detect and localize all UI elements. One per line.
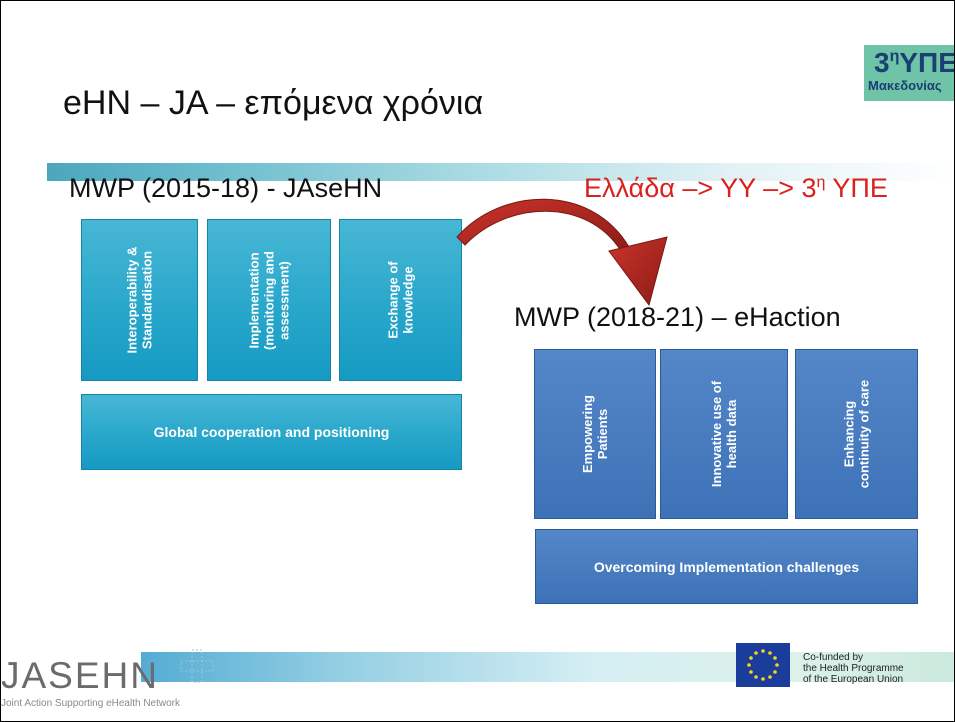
mwp1-box-label: Implementation (monitoring and assessmen… xyxy=(246,250,292,350)
mwp2-box-label: Empowering Patients xyxy=(580,395,610,474)
eu-stars-icon xyxy=(747,649,779,681)
greek-path-main: Ελλάδα –> ΥΥ –> 3 xyxy=(584,173,817,203)
mwp1-wide-label: Global cooperation and positioning xyxy=(153,424,390,440)
mwp2-wide-label: Overcoming Implementation challenges xyxy=(593,558,860,575)
mwp2-box-continuity: Enhancing continuity of care xyxy=(795,349,918,519)
jasehn-logo: JASEHN xyxy=(1,655,159,696)
greek-path-text: Ελλάδα –> ΥΥ –> 3η ΥΠΕ xyxy=(584,173,888,204)
health-cross-icon xyxy=(180,649,214,683)
slide-title: eHN – JA – επόμενα χρόνια xyxy=(63,84,484,122)
jasehn-subtitle: Joint Action Supporting eHealth Network xyxy=(1,698,180,709)
mwp1-box-interoperability: Interoperability & Standardisation xyxy=(81,219,198,381)
mwp1-box-global: Global cooperation and positioning xyxy=(81,394,462,470)
title-underline-bar xyxy=(47,163,954,181)
greek-path-suffix: ΥΠΕ xyxy=(825,173,888,203)
mwp2-box-innovative: Innovative use of health data xyxy=(660,349,788,519)
mwp1-box-label: Interoperability & Standardisation xyxy=(124,246,155,354)
3ype-logo: 3ηΥΠΕ Μακεδονίας xyxy=(864,45,955,101)
greek-path-sup: η xyxy=(816,174,826,191)
logo-suffix: ΥΠΕ xyxy=(899,47,955,78)
logo-number: 3 xyxy=(874,47,890,78)
logo-subtitle: Μακεδονίας xyxy=(868,78,942,93)
curved-arrow-icon xyxy=(456,198,668,307)
mwp2-box-label: Enhancing continuity of care xyxy=(841,379,872,489)
mwp1-box-label: Exchange of knowledge xyxy=(385,261,416,339)
mwp2-box-label: Innovative use of health data xyxy=(709,380,739,488)
eu-flag-icon xyxy=(736,643,790,687)
mwp1-box-implementation: Implementation (monitoring and assessmen… xyxy=(207,219,331,381)
mwp2-box-empowering: Empowering Patients xyxy=(534,349,656,519)
mwp2-heading: MWP (2018-21) – eHaction xyxy=(514,302,841,332)
mwp1-box-exchange: Exchange of knowledge xyxy=(339,219,462,381)
logo-sup: η xyxy=(889,48,900,65)
mwp1-heading: MWP (2015-18) - JAseHN xyxy=(69,173,383,203)
mwp2-box-overcoming: Overcoming Implementation challenges xyxy=(535,529,918,604)
cofunded-text: Co-funded by the Health Programme of the… xyxy=(803,652,904,685)
footer-bar xyxy=(141,652,954,682)
